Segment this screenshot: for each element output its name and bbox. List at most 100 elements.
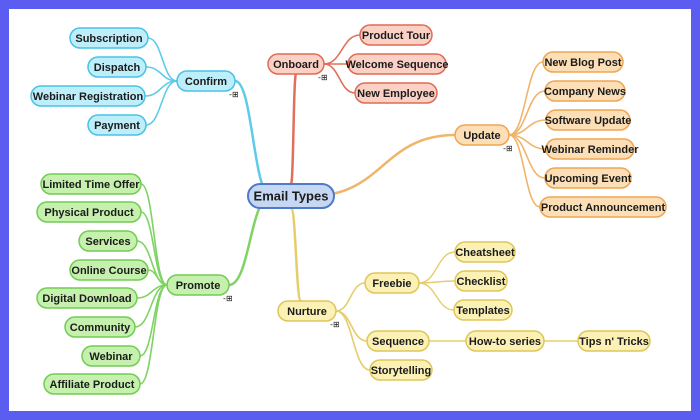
node-community[interactable]: Community (64, 316, 136, 338)
node-freebie-label: Freebie (372, 278, 411, 290)
node-software-update-shape (545, 109, 631, 131)
node-online-course-shape (69, 259, 149, 281)
node-online-course[interactable]: Online Course (69, 259, 149, 281)
node-physical-product-shape (36, 201, 142, 223)
branch-promote-label: Promote (176, 280, 221, 292)
node-payment-label: Payment (94, 120, 140, 132)
branch-onboard-label: Onboard (273, 59, 319, 71)
node-physical-product[interactable]: Physical Product (36, 201, 142, 223)
node-services-label: Services (85, 236, 130, 248)
promote-collapse-icon[interactable]: -⊞ (223, 294, 233, 303)
node-physical-product-label: Physical Product (44, 207, 134, 219)
node-subscription-shape (69, 27, 149, 49)
node-payment[interactable]: Payment (87, 114, 147, 136)
node-subscription[interactable]: Subscription (69, 27, 149, 49)
node-webinar-reminder-label: Webinar Reminder (542, 144, 640, 156)
node-checklist[interactable]: Checklist (454, 270, 508, 292)
node-online-course-label: Online Course (71, 265, 146, 277)
edge-promote-affiliate-product (139, 284, 168, 385)
node-upcoming-event-shape (544, 167, 632, 189)
node-company-news[interactable]: Company News (544, 80, 626, 102)
node-templates-shape (453, 299, 513, 321)
node-new-blog-post-shape (542, 51, 624, 73)
edge-freebie-cheatsheet (418, 251, 456, 284)
node-webinar-shape (81, 345, 141, 367)
node-tips-n-tricks-label: Tips n' Tricks (579, 336, 649, 348)
branch-confirm-shape (176, 70, 236, 92)
node-affiliate-product-shape (43, 373, 141, 395)
node-product-tour[interactable]: Product Tour (359, 24, 433, 46)
node-new-employee-label: New Employee (357, 88, 435, 100)
node-digital-download-label: Digital Download (42, 293, 131, 305)
node-webinar-registration[interactable]: Webinar Registration (30, 85, 146, 107)
node-webinar-registration-shape (30, 85, 146, 107)
node-dispatch-label: Dispatch (94, 62, 141, 74)
node-webinar[interactable]: Webinar (81, 345, 141, 367)
onboard-collapse-icon[interactable]: -⊞ (318, 73, 328, 82)
node-webinar-reminder-shape (545, 138, 635, 160)
node-dispatch[interactable]: Dispatch (87, 56, 147, 78)
node-sequence[interactable]: Sequence (366, 330, 430, 352)
node-cheatsheet[interactable]: Cheatsheet (454, 241, 516, 263)
node-product-announcement[interactable]: Product Announcement (539, 196, 667, 218)
node-product-tour-label: Product Tour (362, 30, 431, 42)
branch-promote[interactable]: Promote (166, 274, 230, 296)
node-freebie[interactable]: Freebie (364, 272, 420, 294)
node-affiliate-product[interactable]: Affiliate Product (43, 373, 141, 395)
node-upcoming-event[interactable]: Upcoming Event (544, 167, 632, 189)
node-community-shape (64, 316, 136, 338)
node-services[interactable]: Services (78, 230, 138, 252)
node-limited-time-offer[interactable]: Limited Time Offer (40, 173, 142, 195)
confirm-collapse-icon[interactable]: -⊞ (229, 90, 239, 99)
node-limited-time-offer-label: Limited Time Offer (43, 179, 141, 191)
update-collapse-icon[interactable]: -⊞ (503, 144, 513, 153)
edge-promote-physical-product (140, 211, 168, 286)
nurture-collapse-icon[interactable]: -⊞ (330, 320, 340, 329)
node-welcome-sequence-shape (347, 53, 447, 75)
node-community-label: Community (70, 322, 131, 334)
root-node-label: Email Types (254, 189, 329, 204)
node-templates[interactable]: Templates (453, 299, 513, 321)
branch-onboard-shape (267, 53, 325, 75)
node-new-employee[interactable]: New Employee (354, 82, 438, 104)
edge-update-new-blog-post (508, 61, 544, 136)
node-affiliate-product-label: Affiliate Product (50, 379, 135, 391)
edge-update-company-news (508, 90, 546, 136)
node-digital-download[interactable]: Digital Download (36, 287, 138, 309)
edge-root-nurture (289, 206, 303, 303)
branch-onboard[interactable]: Onboard (267, 53, 325, 75)
branch-confirm-label: Confirm (185, 76, 227, 88)
branch-nurture[interactable]: Nurture (277, 300, 337, 322)
node-tips-n-tricks[interactable]: Tips n' Tricks (577, 330, 651, 352)
branch-update-shape (454, 124, 510, 146)
edge-nurture-storytelling (335, 310, 371, 371)
node-welcome-sequence[interactable]: Welcome Sequence (345, 53, 449, 75)
node-storytelling-label: Storytelling (371, 365, 432, 377)
branch-confirm[interactable]: Confirm (176, 70, 236, 92)
node-how-to-series[interactable]: How-to series (465, 330, 545, 352)
node-cheatsheet-label: Cheatsheet (455, 247, 515, 259)
node-digital-download-shape (36, 287, 138, 309)
node-dispatch-shape (87, 56, 147, 78)
edge-onboard-product-tour (323, 34, 361, 65)
node-subscription-label: Subscription (75, 33, 143, 45)
node-webinar-reminder[interactable]: Webinar Reminder (542, 138, 640, 160)
node-storytelling-shape (369, 359, 433, 381)
node-templates-label: Templates (456, 305, 510, 317)
node-new-blog-post[interactable]: New Blog Post (542, 51, 624, 73)
node-storytelling[interactable]: Storytelling (369, 359, 433, 381)
root-node[interactable]: Email Types (247, 183, 335, 209)
edge-layer (134, 34, 579, 385)
branch-update[interactable]: Update (454, 124, 510, 146)
node-tips-n-tricks-shape (577, 330, 651, 352)
node-sequence-shape (366, 330, 430, 352)
branch-nurture-shape (277, 300, 337, 322)
node-welcome-sequence-label: Welcome Sequence (345, 59, 448, 71)
node-software-update[interactable]: Software Update (545, 109, 632, 131)
node-checklist-label: Checklist (457, 276, 506, 288)
node-product-announcement-shape (539, 196, 667, 218)
edge-confirm-subscription (147, 37, 178, 82)
node-upcoming-event-label: Upcoming Event (545, 173, 632, 185)
edge-root-onboard (289, 72, 298, 186)
